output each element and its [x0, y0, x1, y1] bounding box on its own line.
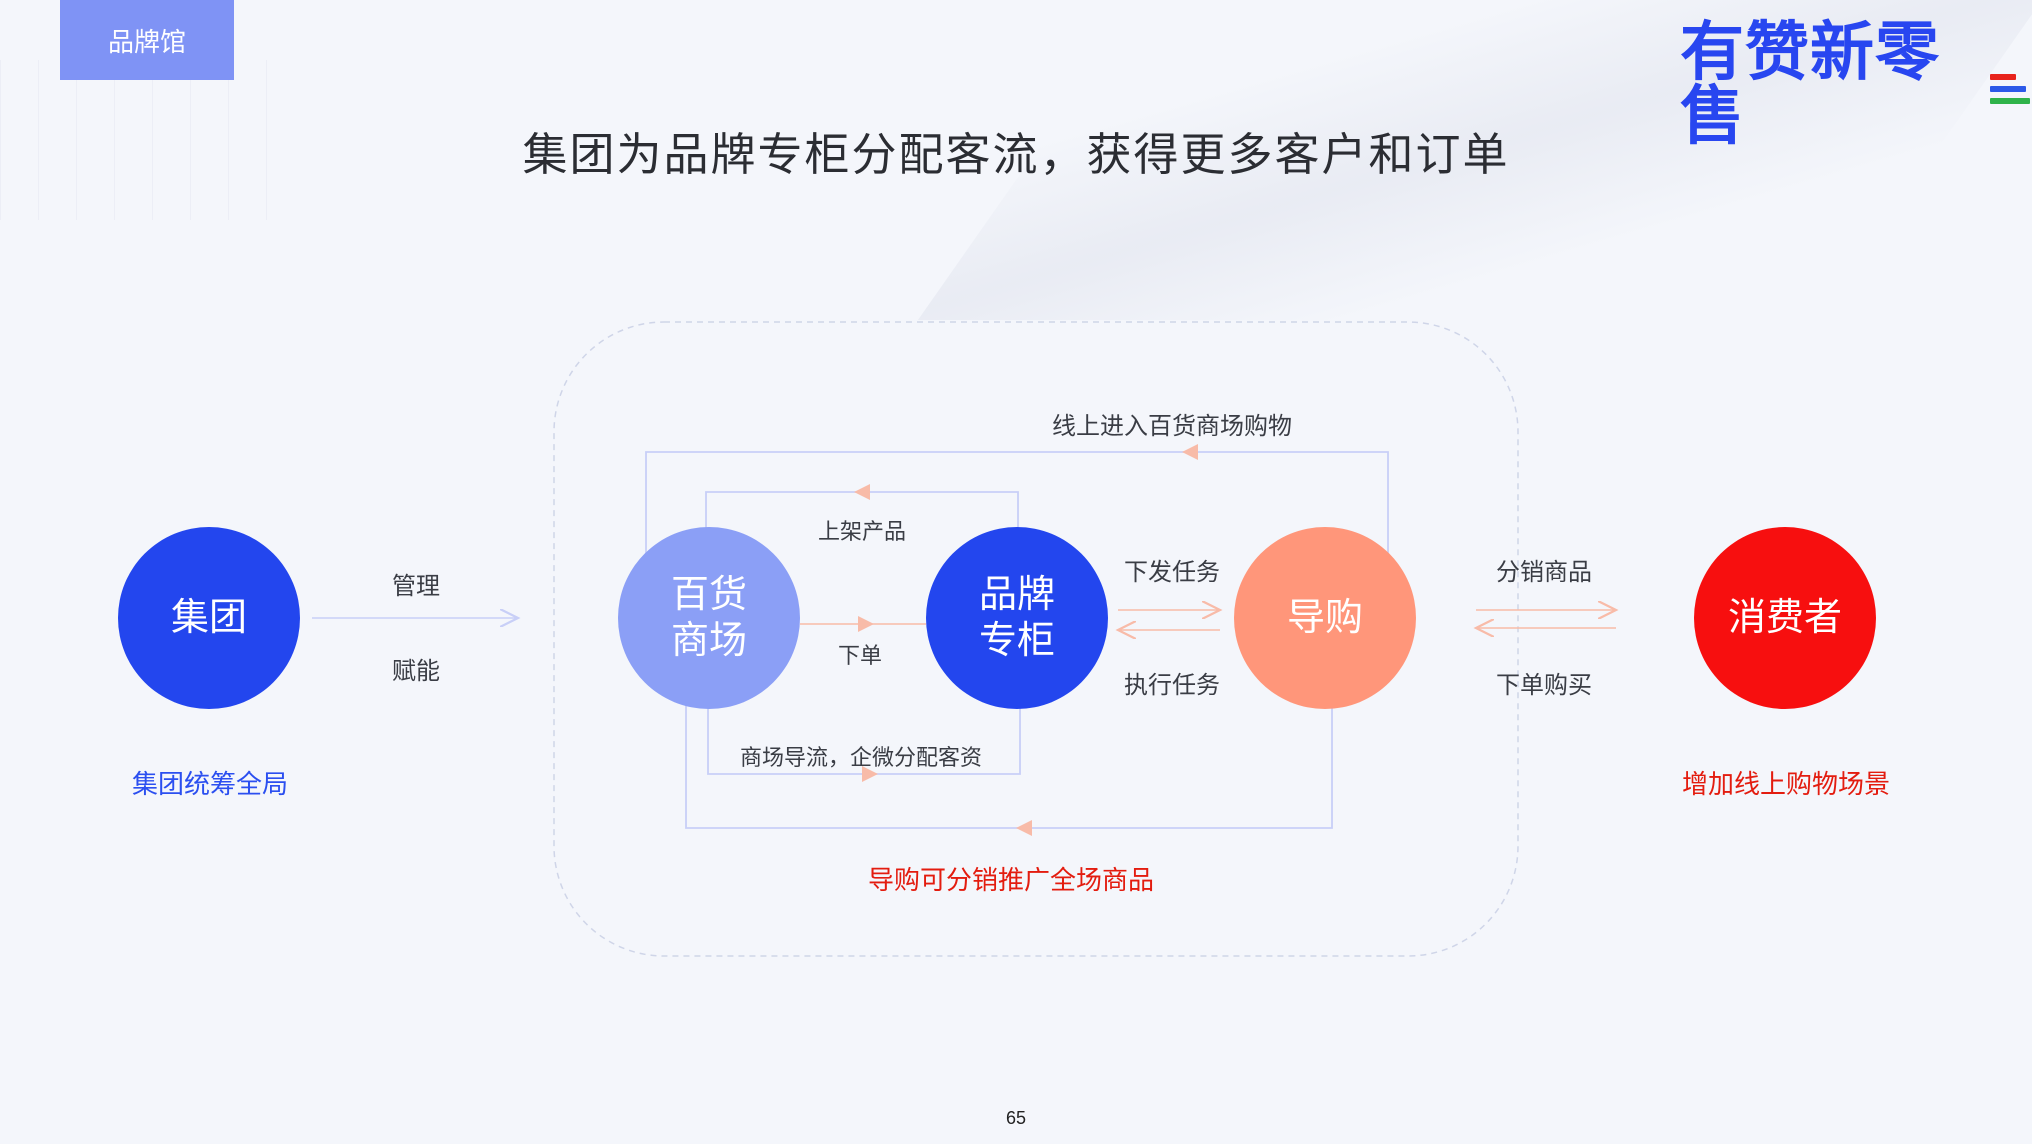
caption-group: 集团统筹全局	[132, 769, 289, 799]
label-distribute-goods: 分销商品	[1496, 559, 1592, 586]
label-mall-traffic: 商场导流，企微分配客资	[740, 745, 983, 770]
node-mall-line2: 商场	[670, 620, 747, 662]
edge-guide-promote	[685, 690, 1333, 829]
logo-bar-red	[1990, 74, 2017, 80]
node-brand-counter: 品牌 专柜	[926, 527, 1108, 709]
brand-logo: 有赞新零售	[1680, 20, 2032, 148]
node-shopping-guide: 导购	[1234, 527, 1416, 709]
node-mall-line1: 百货	[670, 574, 747, 616]
arrow-mall-traffic	[862, 766, 878, 782]
node-consumer: 消费者	[1694, 527, 1876, 709]
label-guide-promote: 导购可分销推广全场商品	[868, 865, 1155, 895]
node-group: 集团	[118, 527, 300, 709]
label-online-enter: 线上进入百货商场购物	[1052, 413, 1292, 440]
arrow-online-enter	[1182, 444, 1198, 460]
label-manage: 管理	[392, 573, 440, 600]
node-brand-line2: 专柜	[978, 620, 1055, 662]
caption-consumer: 增加线上购物场景	[1682, 769, 1891, 799]
page-title: 集团为品牌专柜分配客流，获得更多客户和订单	[522, 129, 1510, 180]
label-order-purchase: 下单购买	[1496, 672, 1592, 699]
platform-boundary	[553, 321, 1519, 957]
node-consumer-label: 消费者	[1727, 597, 1842, 639]
logo-bars-icon	[1990, 60, 2032, 108]
section-tag-label: 品牌馆	[107, 26, 186, 57]
logo-bar-green	[1990, 98, 2031, 104]
arrow-list-products	[854, 484, 870, 500]
node-group-label: 集团	[170, 597, 247, 639]
label-place-order: 下单	[838, 643, 883, 668]
logo-bar-blue	[1990, 86, 2027, 92]
label-empower: 赋能	[392, 658, 440, 685]
label-assign-task: 下发任务	[1124, 559, 1220, 586]
node-brand-line1: 品牌	[978, 574, 1055, 616]
section-tag: 品牌馆	[60, 0, 234, 80]
arrow-guide-promote	[1016, 820, 1032, 836]
logo-text: 有赞新零售	[1680, 16, 1940, 152]
page-number: 65	[1005, 1108, 1027, 1128]
node-guide-label: 导购	[1286, 597, 1363, 639]
edge-online-enter	[645, 451, 1389, 618]
node-mall: 百货 商场	[618, 527, 800, 709]
label-execute-task: 执行任务	[1124, 672, 1220, 699]
label-list-products: 上架产品	[818, 519, 907, 544]
arrow-place-order	[858, 616, 874, 632]
